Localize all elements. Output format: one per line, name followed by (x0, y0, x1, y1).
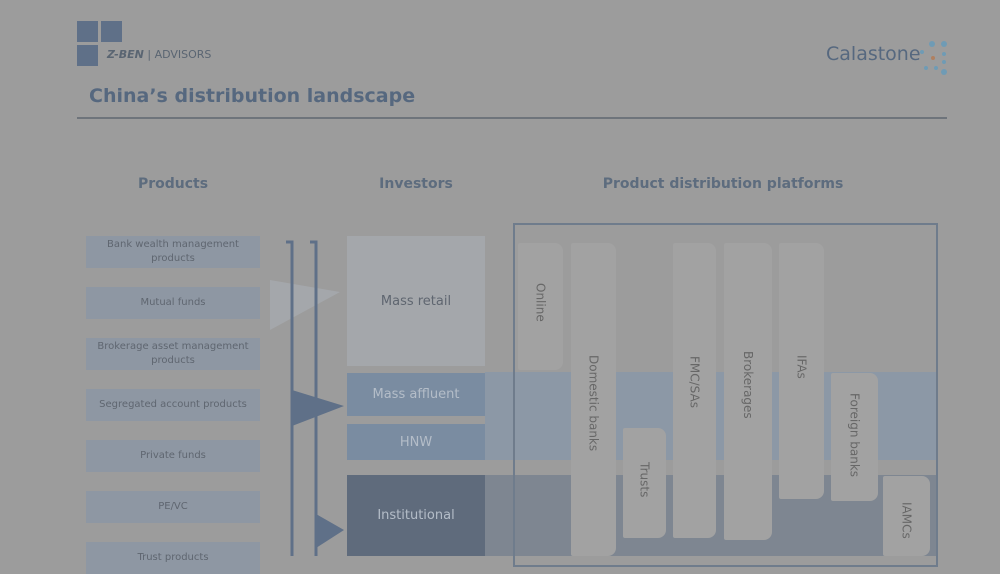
platform-brokerages: Brokerages (724, 243, 772, 540)
zben-logo: Z-BEN | ADVISORS (107, 48, 212, 61)
investor-hnw: HNW (347, 424, 485, 460)
product-box: Segregated account products (86, 389, 260, 421)
platform-trusts: Trusts (623, 428, 666, 538)
product-box: Bank wealth management products (86, 236, 260, 268)
investor-institutional: Institutional (347, 475, 485, 556)
product-box: PE/VC (86, 491, 260, 523)
product-box: Trust products (86, 542, 260, 574)
platform-foreign-banks: Foreign banks (831, 373, 878, 501)
platform-fmc-sas: FMC/SAs (673, 243, 716, 538)
platform-ifas: IFAs (779, 243, 824, 499)
logo-square (77, 45, 98, 66)
platform-online: Online (518, 243, 563, 370)
product-box: Mutual funds (86, 287, 260, 319)
divider (77, 117, 947, 119)
products-header: Products (137, 176, 209, 192)
product-box: Private funds (86, 440, 260, 472)
logo-square (77, 21, 98, 42)
product-box: Brokerage asset management products (86, 338, 260, 370)
calastone-mark-icon (920, 41, 947, 75)
logo-square (101, 21, 122, 42)
investors-header: Investors (379, 176, 453, 192)
platform-iamcs: IAMCs (883, 476, 930, 556)
page-title: China’s distribution landscape (89, 85, 416, 107)
connector-arrows (270, 240, 344, 556)
investor-mass-retail: Mass retail (347, 236, 485, 366)
calastone-logo: Calastone (826, 43, 921, 65)
investor-mass-affluent: Mass affluent (347, 373, 485, 416)
platforms-header: Product distribution platforms (602, 176, 844, 192)
platform-domestic-banks: Domestic banks (571, 243, 616, 556)
